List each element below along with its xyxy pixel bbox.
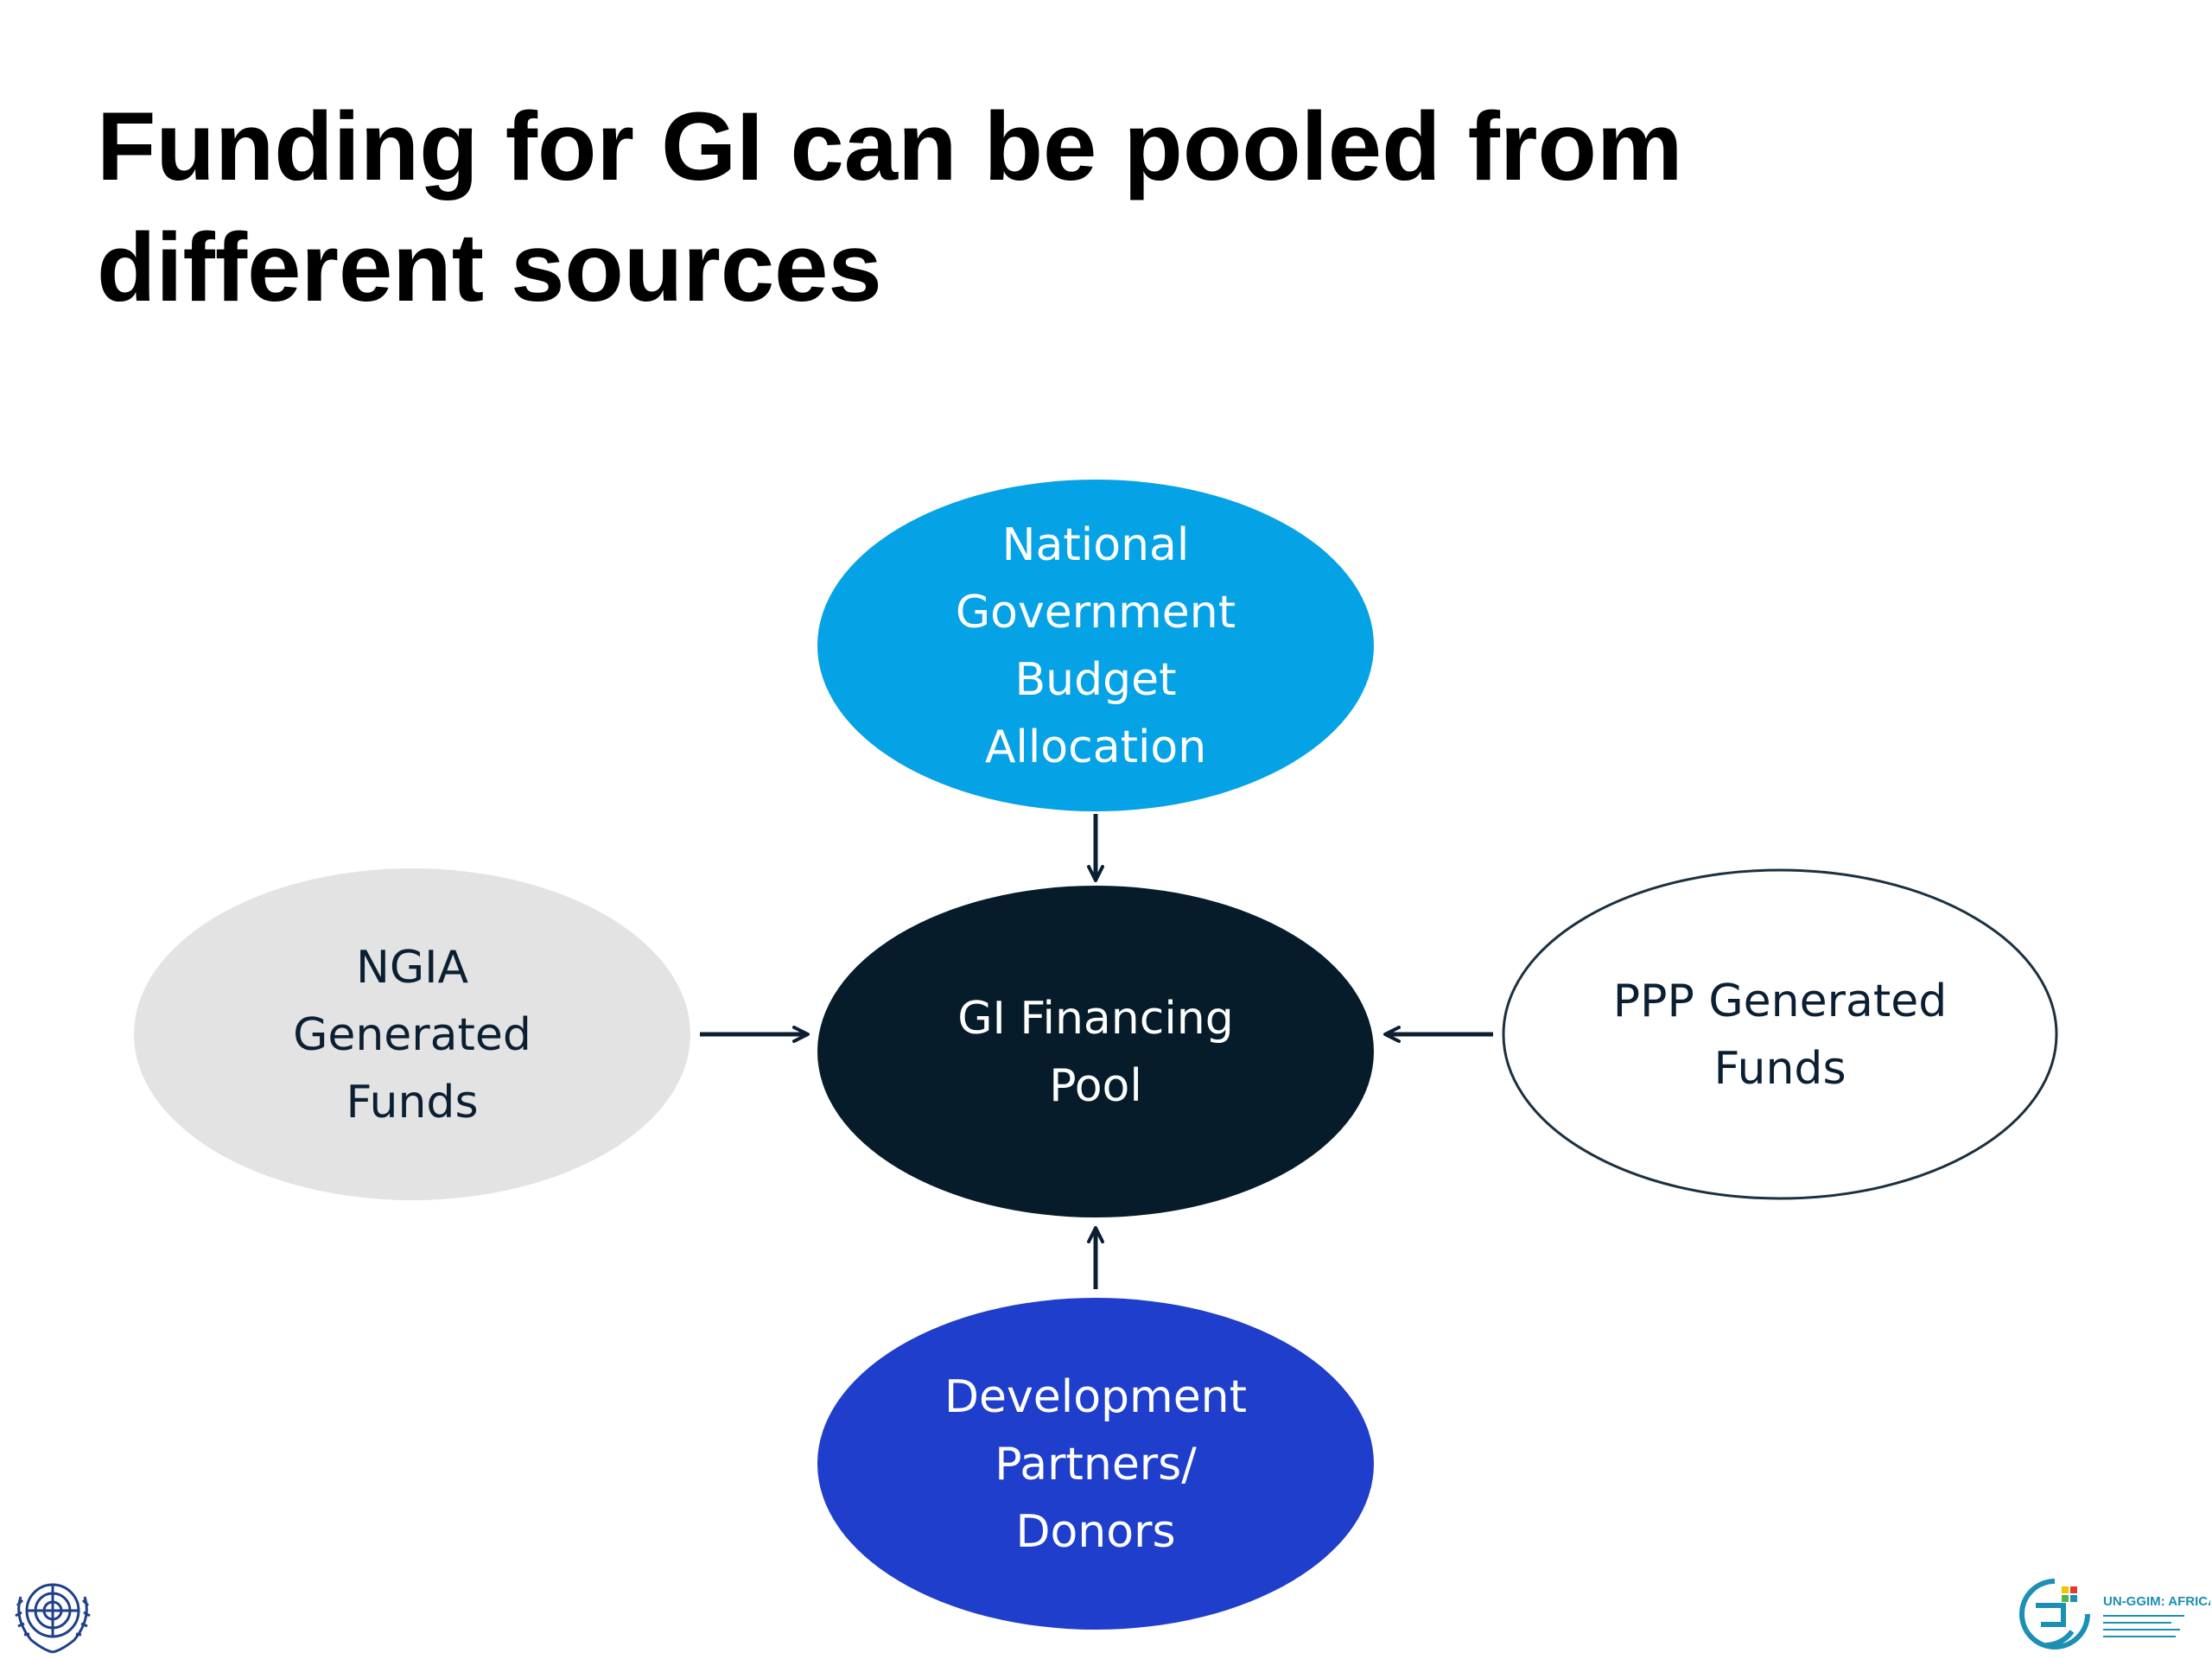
un-ggim-globe-icon (2019, 1579, 2090, 1649)
node-left-label-line: Generated (293, 1009, 531, 1061)
node-center-shape (817, 886, 1374, 1217)
node-top-label-line: Allocation (985, 721, 1206, 773)
node-left-label-line: Funds (346, 1077, 478, 1128)
un-emblem-icon (15, 1583, 91, 1654)
node-bottom-label-line: Partners/ (995, 1439, 1197, 1491)
slide-title-line-1: Funding for GI can be pooled from (97, 92, 1683, 200)
slide-title-line-2: different sources (97, 213, 882, 321)
node-top-label-line: Budget (1014, 654, 1176, 706)
un-ggim-logo-text: UN-GGIM: AFRICA (2103, 1594, 2210, 1609)
node-top-label-line: National (1002, 519, 1190, 571)
node-bottom-label-line: Donors (1015, 1506, 1175, 1558)
node-top-label-line: Government (956, 587, 1236, 639)
node-bottom-shape (817, 1298, 1374, 1630)
slide-title: Funding for GI can be pooled from differ… (97, 86, 2084, 328)
node-top-shape (817, 480, 1374, 811)
node-right-shape (1502, 868, 2058, 1200)
node-right-label-line: PPP Generated (1613, 976, 1947, 1027)
node-bottom-label-line: Development (944, 1371, 1247, 1423)
node-left-label-line: NGIA (356, 942, 469, 994)
node-right-label-line: Funds (1713, 1043, 1846, 1095)
node-center-label-line: Pool (1049, 1060, 1142, 1112)
node-center-label-line: GI Financing (957, 993, 1234, 1045)
un-ggim-africa-logo: UN-GGIM: AFRICA (2019, 1579, 2210, 1649)
un-ggim-logo-subtext-lines (2103, 1615, 2184, 1637)
node-left-shape (134, 868, 690, 1200)
